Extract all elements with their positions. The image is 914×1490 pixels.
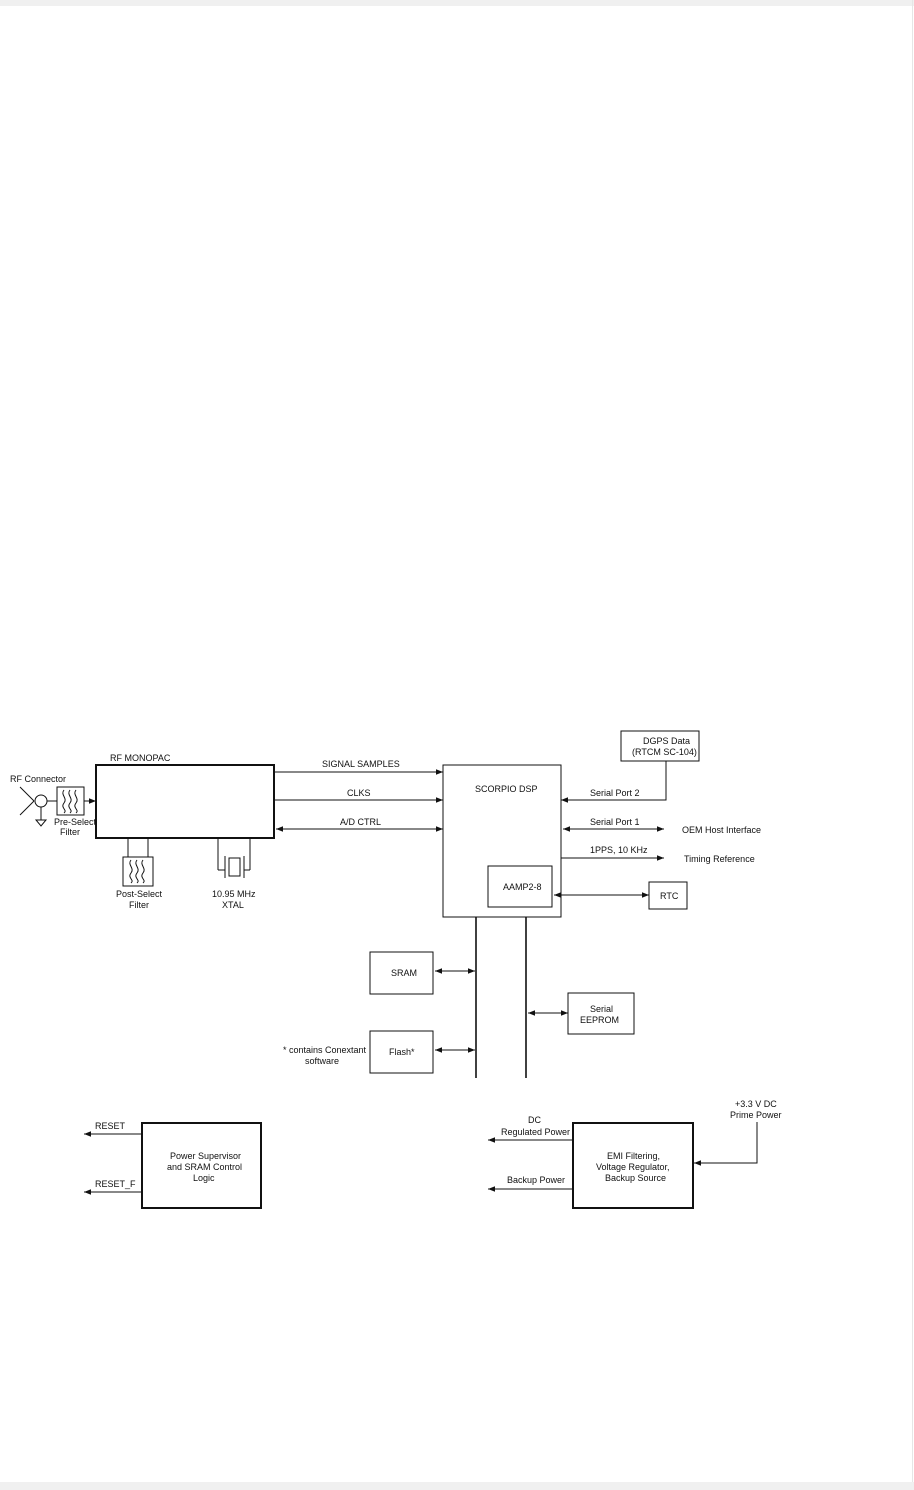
- signal-samples-label: SIGNAL SAMPLES: [322, 759, 400, 769]
- power-supervisor-label-3: Logic: [193, 1173, 215, 1183]
- reset-f-label: RESET_F: [95, 1179, 136, 1189]
- ad-ctrl-label: A/D CTRL: [340, 817, 381, 827]
- aamp-label: AAMP2-8: [503, 882, 542, 892]
- filter-icon: [62, 789, 78, 814]
- scorpio-dsp-label: SCORPIO DSP: [475, 784, 538, 794]
- power-supervisor-label-2: and SRAM Control: [167, 1162, 242, 1172]
- rf-connector-label: RF Connector: [10, 774, 66, 784]
- post-select-label-1: Post-Select: [116, 889, 163, 899]
- flash-note-2: software: [305, 1056, 339, 1066]
- xtal-label-2: XTAL: [222, 900, 244, 910]
- pre-select-label-2: Filter: [60, 827, 80, 837]
- prime-power-label-2: Prime Power: [730, 1110, 782, 1120]
- dc-label-1: DC: [528, 1115, 541, 1125]
- serial-eeprom-block: [567, 992, 635, 1035]
- sram-block: [369, 951, 434, 995]
- serial-eeprom-label-2: EEPROM: [580, 1015, 619, 1025]
- page-edge-line: [912, 0, 913, 1490]
- dgps-block: [620, 730, 700, 762]
- serial-eeprom-label-1: Serial: [590, 1004, 613, 1014]
- power-supervisor-block: [141, 1122, 262, 1209]
- pre-select-label-1: Pre-Select: [54, 817, 97, 827]
- clks-label: CLKS: [347, 788, 371, 798]
- filter-icon-2: [129, 859, 145, 884]
- rf-monopac-label: RF MONOPAC: [110, 753, 171, 763]
- serial-port-1-label: Serial Port 1: [590, 817, 640, 827]
- aamp-block: [487, 865, 553, 908]
- emi-label-3: Backup Source: [605, 1173, 666, 1183]
- emi-label-1: EMI Filtering,: [607, 1151, 660, 1161]
- rtc-block: [648, 881, 688, 910]
- pps-label: 1PPS, 10 KHz: [590, 845, 648, 855]
- flash-note-1: * contains Conextant: [283, 1045, 367, 1055]
- dgps-label-1: DGPS Data: [643, 736, 690, 746]
- sram-label: SRAM: [391, 968, 417, 978]
- bottom-band: [0, 1482, 914, 1490]
- emi-label-2: Voltage Regulator,: [596, 1162, 670, 1172]
- backup-power-label: Backup Power: [507, 1175, 565, 1185]
- power-supervisor-label-1: Power Supervisor: [170, 1151, 241, 1161]
- dgps-label-2: (RTCM SC-104): [632, 747, 697, 757]
- antenna-icon: [19, 786, 57, 827]
- flash-label: Flash*: [389, 1047, 415, 1057]
- rtc-label: RTC: [660, 891, 679, 901]
- prime-power-label-1: +3.3 V DC: [735, 1099, 777, 1109]
- post-select-label-2: Filter: [129, 900, 149, 910]
- oem-host-label: OEM Host Interface: [682, 825, 761, 835]
- serial-port-2-label: Serial Port 2: [590, 788, 640, 798]
- timing-ref-label: Timing Reference: [684, 854, 755, 864]
- top-band: [0, 0, 914, 6]
- xtal-label-1: 10.95 MHz: [212, 889, 256, 899]
- emi-filtering-block: [572, 1122, 694, 1209]
- crystal-icon: [217, 838, 251, 878]
- flash-block: [369, 1030, 434, 1074]
- reset-label: RESET: [95, 1121, 126, 1131]
- dc-label-2: Regulated Power: [501, 1127, 570, 1137]
- rf-monopac-block: [95, 764, 275, 839]
